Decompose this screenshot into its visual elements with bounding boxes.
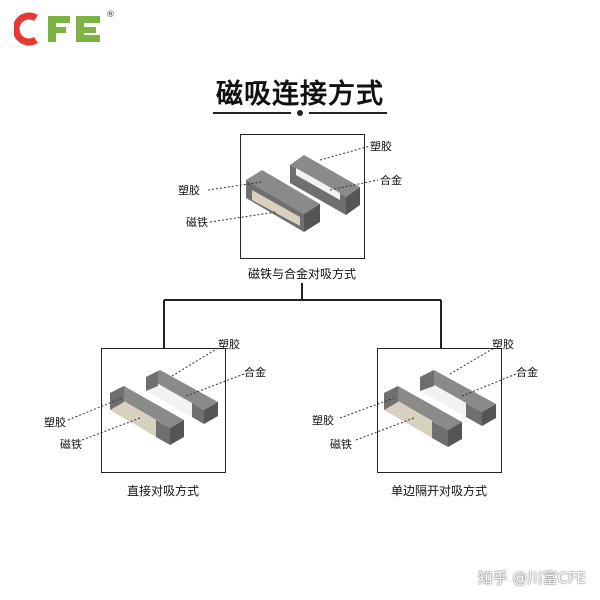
right-label-plastic-top: 塑胶 bbox=[492, 338, 514, 351]
top-diagram-caption: 磁铁与合金对吸方式 bbox=[247, 267, 356, 281]
watermark-text: 知乎 @川富CFE bbox=[477, 569, 586, 587]
right-alloy-part bbox=[420, 370, 496, 426]
top-label-magnet: 磁铁 bbox=[186, 216, 208, 229]
brand-logo: ® bbox=[14, 10, 115, 46]
title-underline-left bbox=[213, 112, 291, 114]
left-label-alloy: 合金 bbox=[244, 366, 266, 379]
logo-f-mid bbox=[48, 27, 66, 33]
right-magnet-part bbox=[384, 386, 462, 447]
page-title: 磁吸连接方式 bbox=[216, 79, 384, 110]
logo-f-top bbox=[48, 16, 70, 23]
logo-e-bottom bbox=[76, 35, 100, 42]
top-right-plastic-part bbox=[290, 155, 360, 215]
logo-c-shape bbox=[14, 12, 38, 46]
left-label-plastic-top: 塑胶 bbox=[218, 338, 240, 351]
left-label-magnet: 磁铁 bbox=[60, 438, 82, 451]
title-underline-dot bbox=[297, 110, 303, 116]
top-label-alloy: 合金 bbox=[380, 174, 402, 187]
top-left-plastic-part bbox=[246, 170, 320, 232]
logo-e-mid bbox=[76, 27, 96, 33]
left-diagram-caption: 直接对吸方式 bbox=[126, 484, 199, 498]
cfe-logo-mark bbox=[14, 12, 100, 46]
left-alloy-part bbox=[146, 370, 218, 424]
left-label-plastic-left: 塑胶 bbox=[44, 416, 66, 429]
top-label-plastic-right: 塑胶 bbox=[370, 140, 392, 153]
logo-e-top bbox=[76, 16, 100, 23]
right-label-plastic-left: 塑胶 bbox=[312, 414, 334, 427]
right-label-magnet: 磁铁 bbox=[330, 438, 352, 451]
top-label-plastic-left: 塑胶 bbox=[178, 184, 200, 197]
left-magnet-part bbox=[110, 386, 184, 445]
right-diagram-caption: 单边隔开对吸方式 bbox=[390, 484, 487, 498]
registered-mark: ® bbox=[106, 10, 115, 20]
top-alloy-plate bbox=[296, 168, 340, 200]
top-magnet-block bbox=[252, 190, 300, 226]
title-underline-right bbox=[309, 112, 387, 114]
right-label-alloy: 合金 bbox=[516, 366, 538, 379]
